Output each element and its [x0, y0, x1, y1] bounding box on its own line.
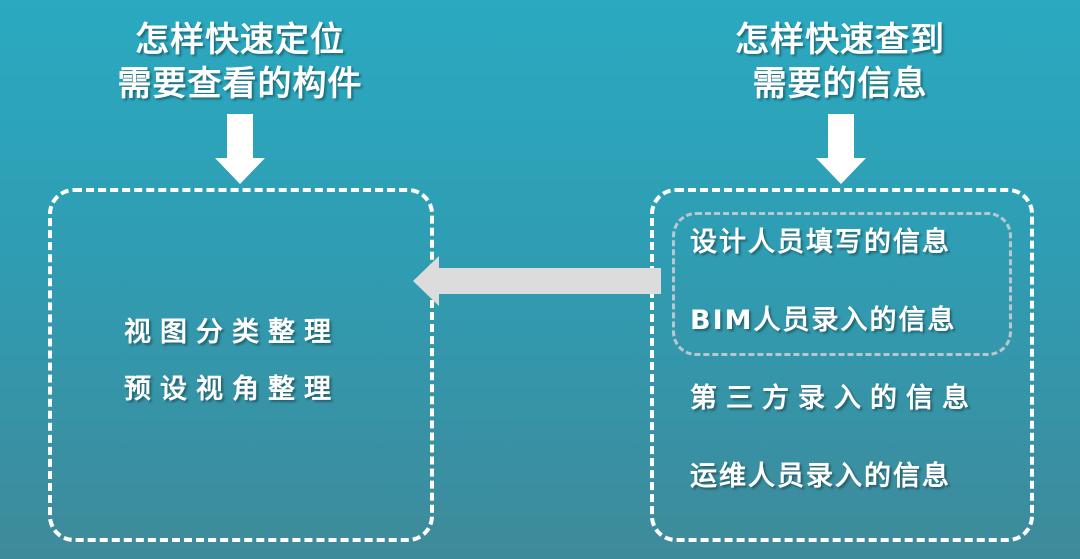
- right-column-title: 怎样快速查到 需要的信息: [680, 18, 1000, 106]
- left-column-title: 怎样快速定位 需要查看的构件: [80, 18, 400, 106]
- component-locate-box: [48, 188, 434, 542]
- bim-info-item: BIM人员录入的信息: [690, 305, 957, 336]
- designer-info-item: 设计人员填写的信息: [690, 227, 951, 258]
- right-title-line-2: 需要的信息: [752, 64, 928, 104]
- arrow-shaft: [227, 114, 253, 160]
- view-classification-item: 视图分类整理: [124, 317, 340, 348]
- left-title-line-1: 怎样快速定位: [135, 20, 345, 60]
- arrow-shaft: [437, 268, 661, 294]
- operations-info-item: 运维人员录入的信息: [690, 461, 951, 492]
- left-arrow-icon: [413, 256, 661, 306]
- third-party-info-item: 第三方录入的信息: [690, 383, 978, 414]
- down-arrow-icon: [215, 114, 265, 184]
- arrow-head: [413, 256, 439, 306]
- right-title-line-1: 怎样快速查到: [735, 20, 945, 60]
- left-title-line-2: 需要查看的构件: [117, 64, 363, 104]
- arrow-head: [816, 158, 866, 184]
- information-sources-box: [650, 188, 1034, 542]
- arrow-head: [215, 158, 265, 184]
- preset-viewpoint-item: 预设视角整理: [124, 374, 340, 405]
- arrow-shaft: [828, 114, 854, 160]
- grouped-information-box: [672, 212, 1012, 356]
- down-arrow-icon: [816, 114, 866, 184]
